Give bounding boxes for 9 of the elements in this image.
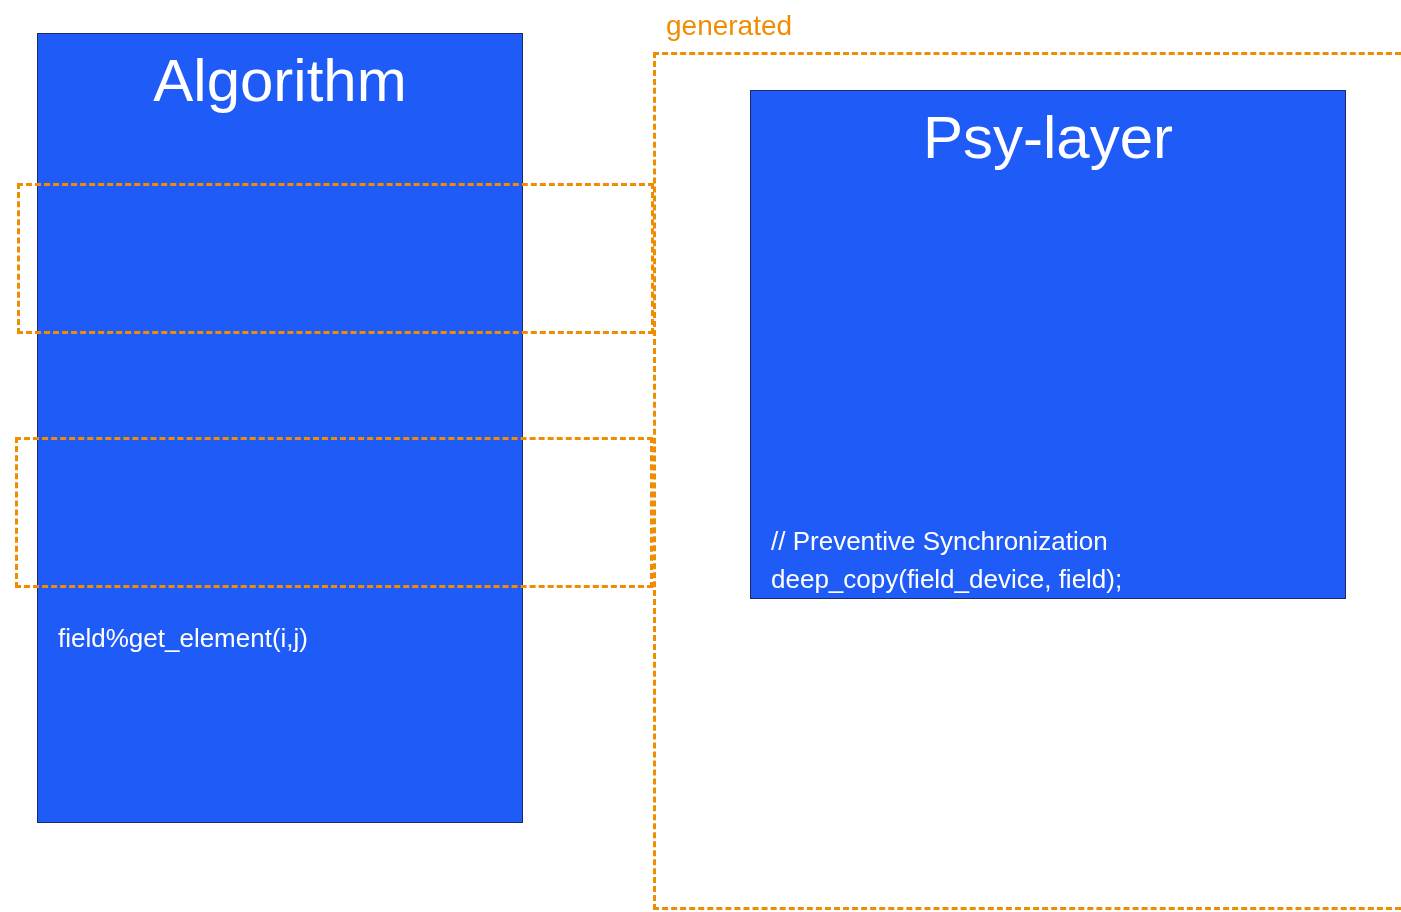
psy-layer-panel — [750, 90, 1346, 599]
dashed-box — [17, 183, 654, 334]
region-label: generated — [666, 10, 793, 42]
panel-title: Psy-layer — [921, 103, 1175, 172]
code-text: // Preventive Synchronization deep_copy(field_device, field); — [771, 525, 1124, 596]
code-text: field%get_element(i,j) — [58, 622, 308, 655]
dashed-box — [15, 437, 653, 588]
panel-title: Algorithm — [152, 46, 408, 115]
algorithm-panel — [37, 33, 523, 823]
